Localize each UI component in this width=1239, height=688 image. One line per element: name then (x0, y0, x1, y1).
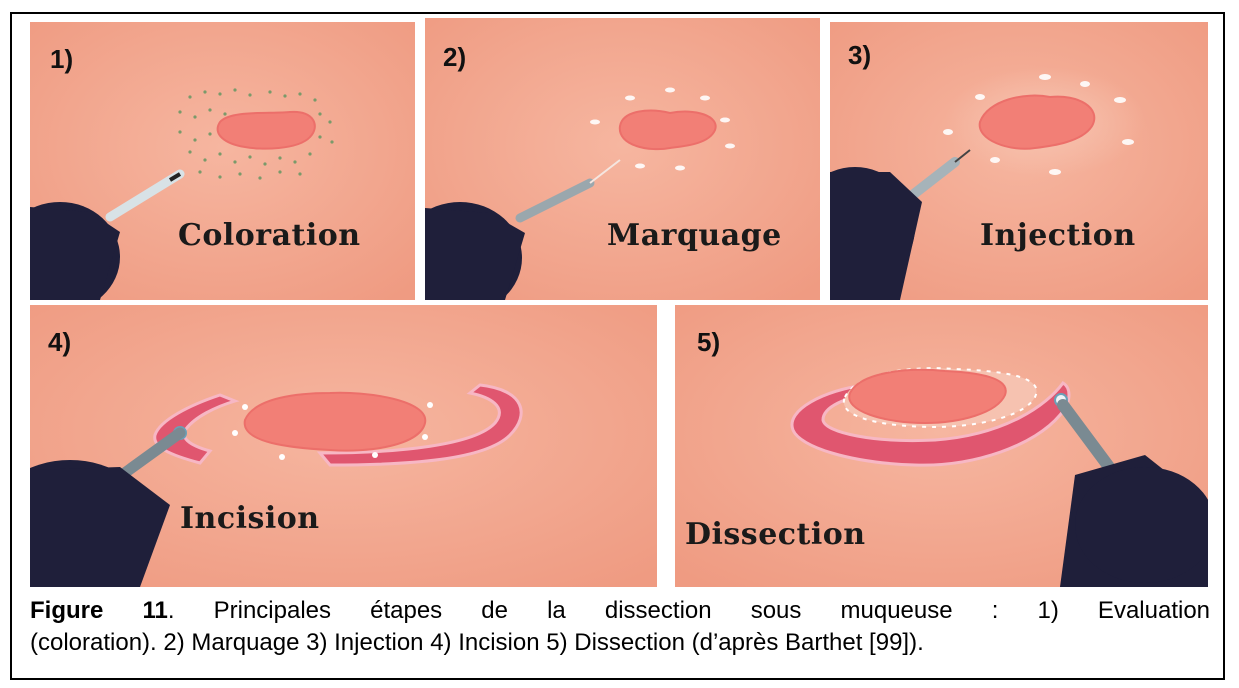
figure-caption: Figure 11. Principales étapes de la diss… (30, 595, 1210, 659)
panel-number: 5) (697, 327, 720, 358)
injection-illustration (830, 22, 1208, 300)
panel-injection: 3) Injection (830, 22, 1208, 300)
panel-label: Marquage (607, 218, 782, 253)
panel-incision: 4) Incision (30, 305, 657, 587)
panel-label: Incision (180, 501, 320, 536)
panel-label: Coloration (178, 218, 361, 253)
caption-line-1: . Principales étapes de la dissection so… (168, 597, 1210, 624)
panel-label: Injection (980, 218, 1136, 253)
coloration-illustration (30, 22, 415, 300)
panel-label: Dissection (685, 517, 866, 552)
panel-number: 3) (848, 40, 871, 71)
incision-illustration (30, 305, 657, 587)
panel-dissection: 5) Dissection (675, 305, 1208, 587)
figure-label: Figure 11 (30, 597, 168, 624)
caption-line-2: (coloration). 2) Marquage 3) Injection 4… (30, 627, 1210, 659)
marquage-illustration (425, 18, 820, 300)
panel-number: 2) (443, 42, 466, 73)
panel-marquage: 2) Marquage (425, 18, 820, 300)
panel-number: 1) (50, 44, 73, 75)
panel-coloration: 1) Coloration (30, 22, 415, 300)
panel-number: 4) (48, 327, 71, 358)
